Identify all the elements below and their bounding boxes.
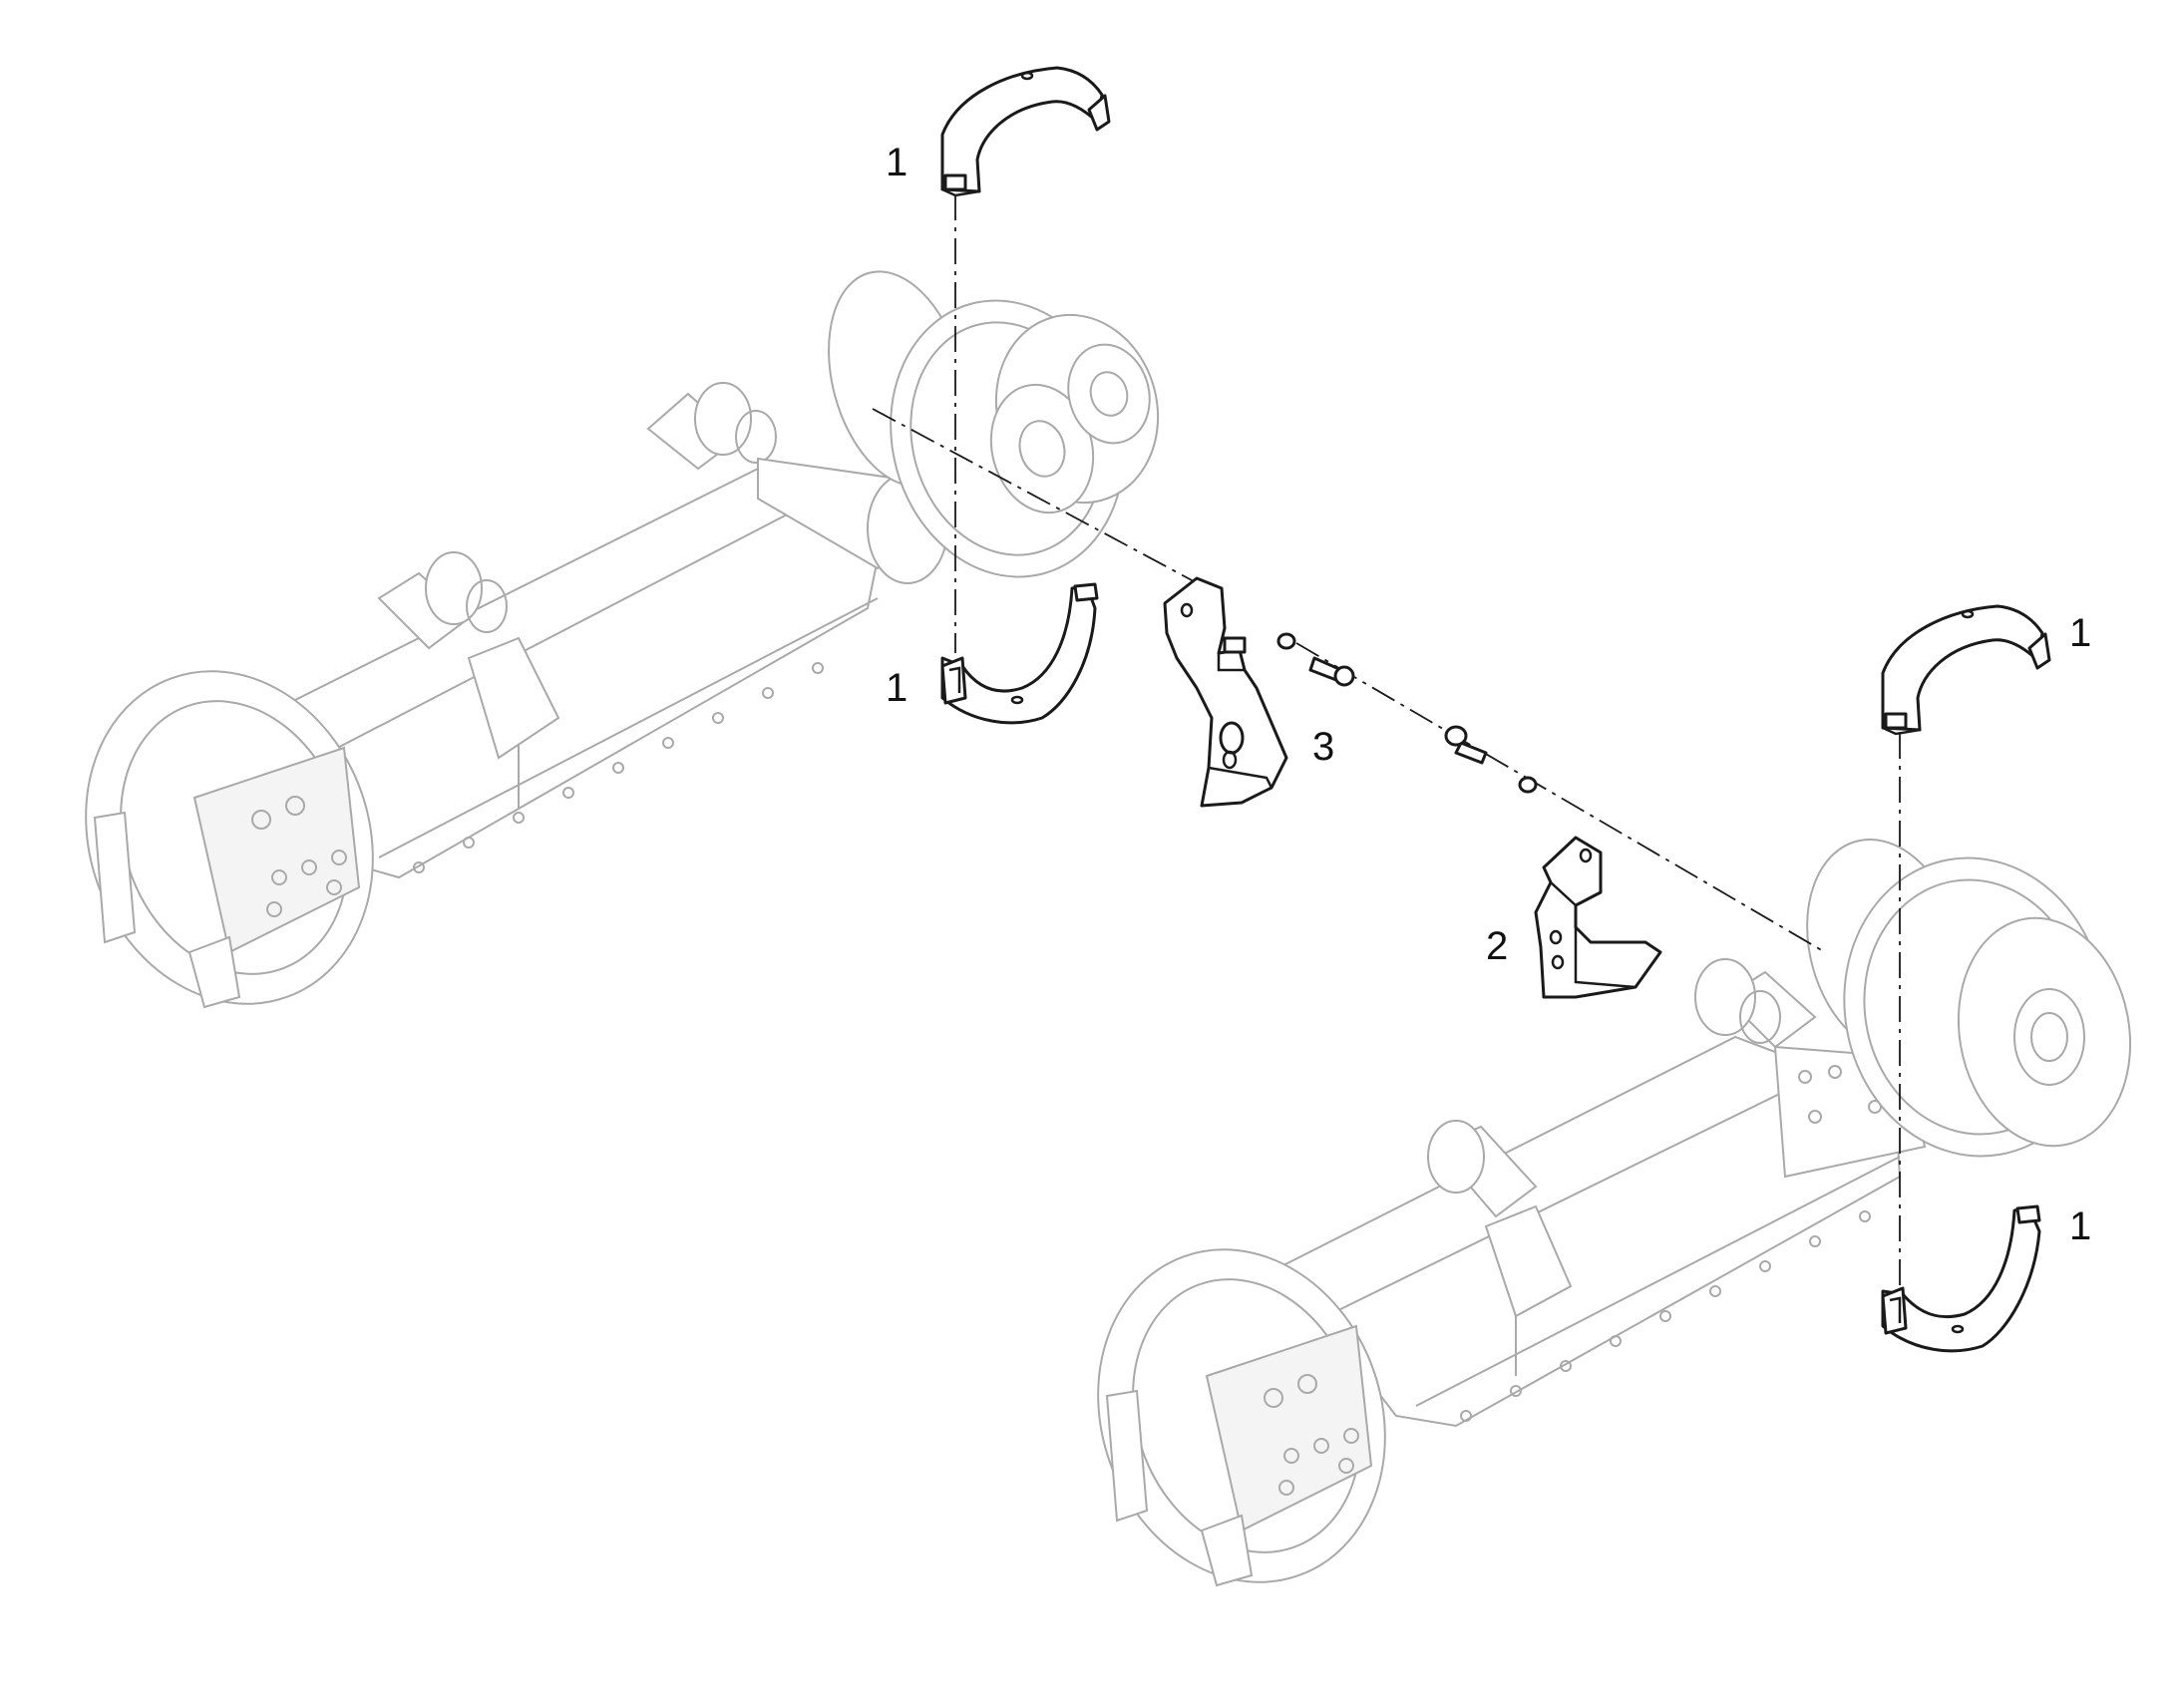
callout-3: 3	[1312, 725, 1334, 769]
callout-1-lower-left: 1	[886, 666, 908, 710]
callout-1-upper-left: 1	[886, 141, 908, 184]
clamp-half-upper-left	[940, 66, 1111, 197]
assembly-lines	[872, 194, 1901, 1286]
bracket-part-3	[1163, 576, 1355, 808]
callout-2: 2	[1486, 924, 1508, 968]
axle-assembly-left	[85, 270, 1160, 1009]
axle-assembly-right	[1097, 838, 2132, 1587]
callout-1-upper-right: 1	[2069, 611, 2091, 655]
bracket-part-2	[1444, 725, 1662, 999]
clamp-half-lower-left	[940, 582, 1099, 725]
clamp-half-lower-right	[1881, 1204, 2041, 1353]
callout-1-lower-right: 1	[2069, 1204, 2091, 1248]
clamp-half-upper-right	[1881, 604, 2051, 736]
